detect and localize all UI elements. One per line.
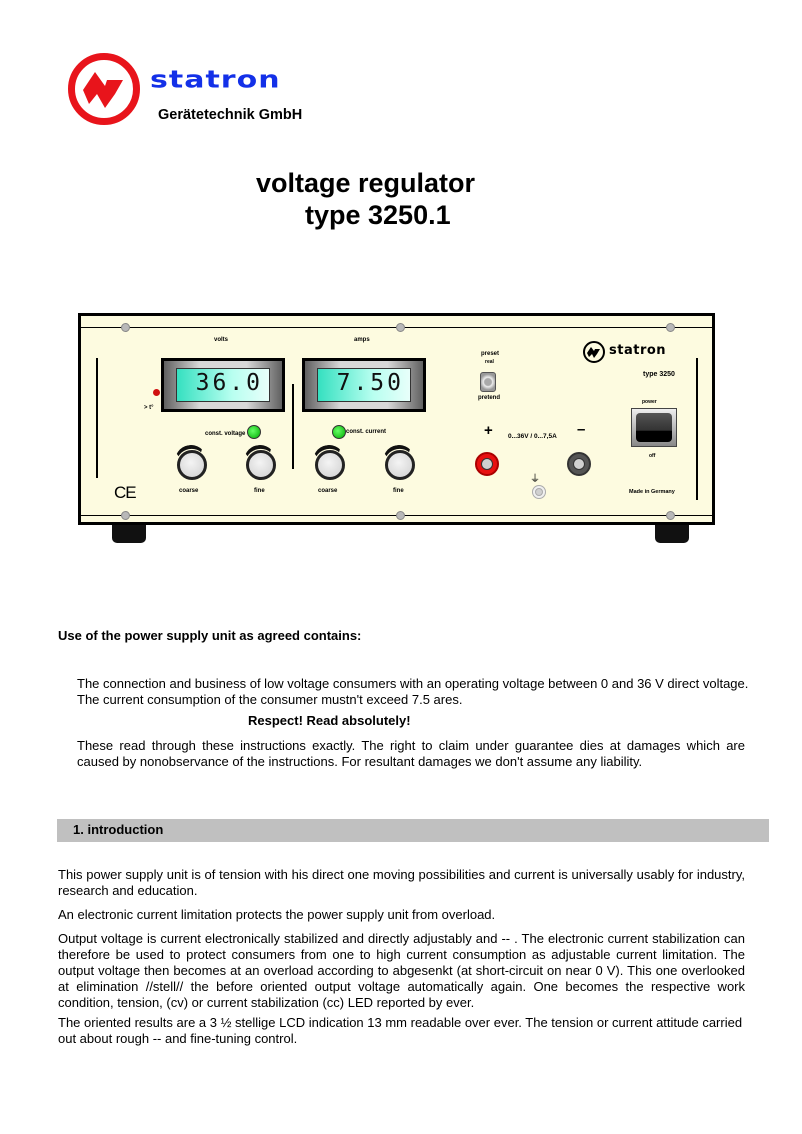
panel-brand: statron <box>609 343 667 358</box>
power-supply-front-panel: volts amps 36.0 7.50 > t° const. voltage… <box>78 313 715 525</box>
panel-divider <box>696 358 698 500</box>
const-voltage-led <box>247 425 261 439</box>
intro-paragraph-2: An electronic current limitation protect… <box>58 907 496 922</box>
current-fine-knob[interactable] <box>385 450 415 480</box>
minus-label: – <box>577 421 586 438</box>
output-range-label: 0...36V / 0...7,5A <box>508 433 557 440</box>
screw-icon <box>666 511 675 520</box>
warning-heading: Respect! Read absolutely! <box>248 713 411 728</box>
positive-terminal-jack[interactable] <box>475 452 499 476</box>
preset-toggle-switch[interactable] <box>480 372 496 392</box>
voltage-fine-knob[interactable] <box>246 450 276 480</box>
warning-text: These read through these instructions ex… <box>77 738 745 769</box>
off-label: off <box>649 453 656 459</box>
volts-display: 36.0 <box>161 358 285 412</box>
brand-wordmark: statron <box>150 66 281 94</box>
preset-real-label: real <box>485 359 494 365</box>
overtemp-led <box>153 389 160 396</box>
intro-paragraph-1: This power supply unit is of tension wit… <box>58 867 745 898</box>
intended-use-text: The connection and business of low volta… <box>77 676 749 707</box>
device-foot <box>655 525 689 543</box>
panel-divider <box>96 358 98 478</box>
const-voltage-label: const. voltage <box>205 431 246 437</box>
section-title: 1. introduction <box>73 822 164 837</box>
power-label: power <box>642 399 657 405</box>
const-current-label: const. current <box>346 429 387 435</box>
intro-paragraph-3: Output voltage is current electronically… <box>58 931 745 1010</box>
volts-label: volts <box>214 337 229 343</box>
ce-mark: CE <box>114 483 137 502</box>
amps-display: 7.50 <box>302 358 426 412</box>
pretend-label: pretend <box>478 395 501 401</box>
device-foot <box>112 525 146 543</box>
plus-label: + <box>484 422 493 439</box>
ground-terminal-jack[interactable] <box>532 485 546 499</box>
negative-terminal-jack[interactable] <box>567 452 591 476</box>
amps-lcd-value: 7.50 <box>317 368 411 402</box>
preset-label: preset <box>481 351 500 357</box>
overtemp-label: > t° <box>144 405 154 411</box>
panel-type-label: type 3250 <box>643 371 675 378</box>
intro-paragraph-4: The oriented results are a 3 ½ stellige … <box>58 1015 743 1046</box>
screw-icon <box>396 323 405 332</box>
current-coarse-knob[interactable] <box>315 450 345 480</box>
panel-logo-icon <box>583 341 605 363</box>
panel-divider <box>292 384 294 469</box>
screw-icon <box>121 323 130 332</box>
screw-icon <box>666 323 675 332</box>
knob-label: coarse <box>179 488 199 494</box>
volts-lcd-value: 36.0 <box>176 368 270 402</box>
knob-label: fine <box>393 488 404 494</box>
section-header-bar: 1. introduction <box>57 819 769 842</box>
knob-label: fine <box>254 488 265 494</box>
amps-label: amps <box>354 337 370 343</box>
document-title: voltage regulator <box>256 168 476 198</box>
screw-icon <box>121 511 130 520</box>
intended-use-heading: Use of the power supply unit as agreed c… <box>58 628 362 643</box>
const-current-led <box>332 425 346 439</box>
screw-icon <box>396 511 405 520</box>
power-switch[interactable] <box>631 408 677 447</box>
company-name: Gerätetechnik GmbH <box>158 107 303 123</box>
statron-logo <box>68 53 140 125</box>
document-subtitle: type 3250.1 <box>305 200 451 230</box>
voltage-coarse-knob[interactable] <box>177 450 207 480</box>
ground-icon: ⏚ <box>530 474 540 485</box>
made-in-label: Made in Germany <box>629 489 675 495</box>
knob-label: coarse <box>318 488 338 494</box>
logo-mark-icon <box>83 72 123 108</box>
